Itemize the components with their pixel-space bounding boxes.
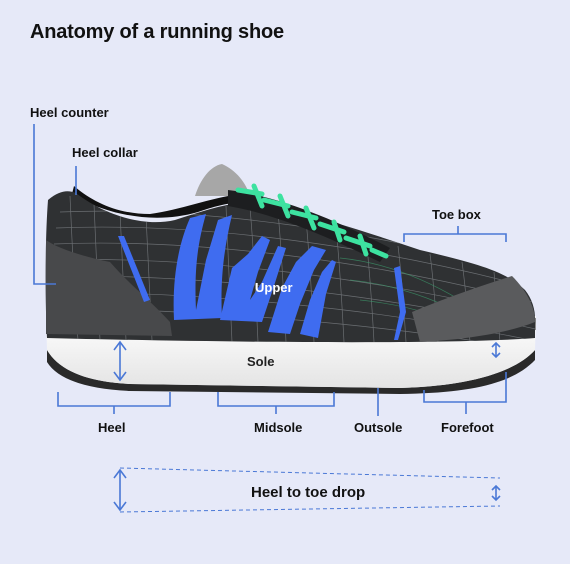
- forefoot-bracket: [423, 372, 507, 403]
- midsole-label: Midsole: [254, 420, 303, 435]
- laces: [235, 183, 389, 259]
- toe-cap: [412, 276, 535, 342]
- tongue-shape: [195, 164, 250, 196]
- heel-counter-leader: [33, 124, 56, 285]
- midsole-bracket: [217, 392, 335, 407]
- collar-opening: [72, 186, 240, 218]
- outsole-label: Outsole: [354, 420, 403, 435]
- heel-collar-label: Heel collar: [72, 145, 138, 160]
- heel-counter-label: Heel counter: [30, 105, 109, 120]
- heel-bracket: [57, 392, 171, 407]
- toe-box-label: Toe box: [432, 207, 481, 222]
- forefoot-label: Forefoot: [441, 420, 494, 435]
- heel-label: Heel: [98, 420, 126, 435]
- heel-counter-panel: [46, 240, 172, 336]
- heel-to-toe-drop-label: Heel to toe drop: [251, 484, 366, 501]
- toe-box-leader: [403, 233, 507, 242]
- accent-stripes: [118, 214, 406, 340]
- sole-label: Sole: [247, 354, 275, 369]
- page-title: Anatomy of a running shoe: [30, 21, 284, 43]
- drop-wedge: [119, 467, 501, 513]
- eyelet-panel: [228, 190, 390, 262]
- upper-label: Upper: [255, 280, 293, 295]
